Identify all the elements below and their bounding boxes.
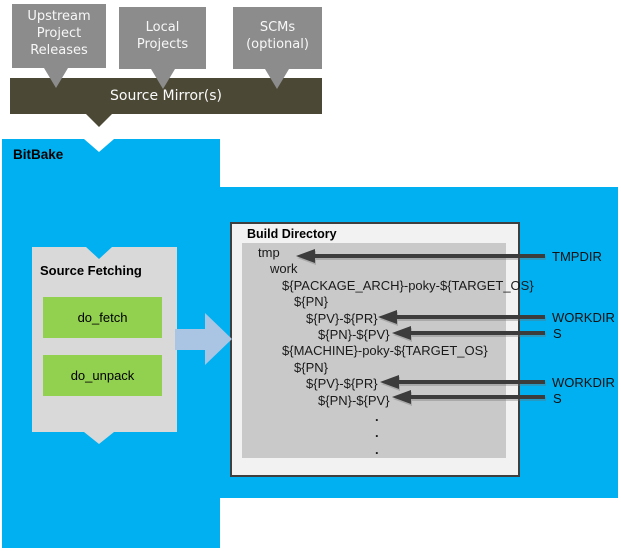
tree-line-pn: ${PN} [294,359,328,375]
do-fetch-label: do_fetch [77,310,128,325]
upstream-box-line: Project [36,25,82,41]
task-do-unpack: do_unpack [43,355,162,396]
source-fetching-box [32,247,177,432]
tree-line-pn: ${PN} [294,294,328,310]
tree-line-package-arch: ${PACKAGE_ARCH}-poky-${TARGET_OS} [282,277,534,293]
arrow-line [409,395,545,399]
upstream-box-line: Releases [30,42,88,58]
bitbake-label: BitBake [13,147,64,162]
directory-tree: tmp work ${PACKAGE_ARCH}-poky-${TARGET_O… [242,243,534,458]
s-label: S [553,391,562,406]
task-do-fetch: do_fetch [43,297,162,338]
scms-box: SCMs (optional) [233,7,322,69]
scms-box-tail-icon [265,69,289,89]
arrow-line [395,315,545,319]
tree-line-ellipsis: . [375,425,379,441]
arrow-line [397,380,545,384]
scms-box-line: (optional) [246,36,309,52]
upstream-box-tail-icon [44,68,68,88]
upstream-project-releases-box: Upstream Project Releases [12,4,106,68]
s-arrow-icon [392,326,545,340]
workdir-arrow-icon [378,310,545,324]
flow-arrow-head-icon [205,313,232,365]
arrowhead-icon [378,310,397,324]
source-mirrors-label: Source Mirror(s) [110,88,222,104]
tree-line-ellipsis: . [375,441,379,457]
scms-box-line: SCMs [259,20,296,35]
mirror-bar-tail-icon [86,114,112,127]
tmpdir-label: TMPDIR [552,249,602,264]
tree-line-pv-pr: ${PV}-${PR} [306,310,378,326]
build-directory-title: Build Directory [247,227,337,241]
bitbake-notch-icon [84,139,114,152]
workdir-arrow-icon [380,375,545,389]
local-projects-box: Local Projects [119,7,206,69]
local-box-line: Local [145,20,180,35]
do-unpack-label: do_unpack [70,368,135,383]
arrowhead-icon [392,390,411,404]
tree-line-pn-pv: ${PN}-${PV} [318,327,390,343]
tree-line-pn-pv: ${PN}-${PV} [318,392,390,408]
tmpdir-arrow-icon [296,249,545,263]
arrowhead-icon [296,249,315,263]
arrowhead-icon [380,375,399,389]
tree-line-pv-pr: ${PV}-${PR} [306,376,378,392]
workdir-label: WORKDIR [552,375,615,390]
tree-line-machine: ${MACHINE}-poky-${TARGET_OS} [282,343,488,359]
tree-line-ellipsis: . [375,409,379,425]
tree-line-tmp: tmp [258,245,280,260]
upstream-box-line: Upstream [27,9,91,24]
arrow-line [409,331,545,335]
workdir-label: WORKDIR [552,310,615,325]
tree-line-work: work [270,261,298,277]
local-box-line: Projects [136,36,189,52]
flow-arrow-shaft-icon [175,329,205,350]
arrow-line [313,254,545,258]
source-fetching-tail-icon [84,432,114,444]
arrowhead-icon [392,326,411,340]
s-arrow-icon [392,390,545,404]
source-fetching-notch-icon [86,247,112,259]
source-fetching-title: Source Fetching [40,263,142,278]
local-box-tail-icon [151,69,175,89]
s-label: S [553,326,562,341]
